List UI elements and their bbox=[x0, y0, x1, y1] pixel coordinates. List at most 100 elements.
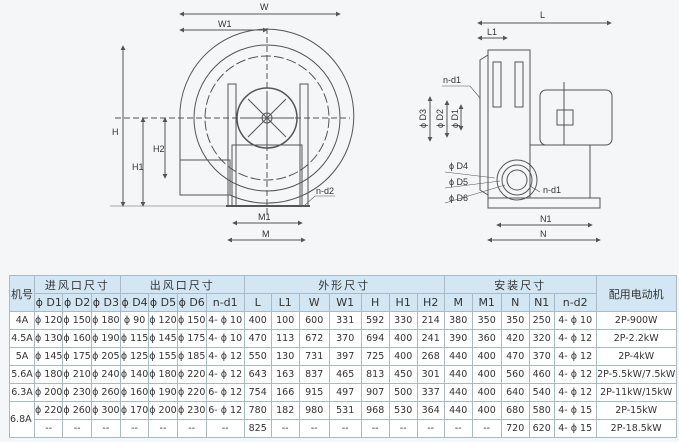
value-cell: 4- ϕ 15 bbox=[553, 401, 597, 420]
column-header: ϕ D2 bbox=[62, 293, 92, 312]
value-cell: 440 bbox=[443, 347, 473, 366]
value-cell: ϕ 160 bbox=[119, 383, 150, 402]
value-cell: 4- ϕ 12 bbox=[553, 329, 597, 348]
column-header: L1 bbox=[270, 293, 300, 312]
value-cell: 350 bbox=[471, 311, 502, 330]
value-cell: ϕ 90 bbox=[119, 311, 150, 330]
column-header: n-d2 bbox=[553, 293, 597, 312]
value-cell: 813 bbox=[360, 365, 390, 384]
dim-d5: ϕ D5 bbox=[449, 177, 468, 187]
column-header: M bbox=[443, 293, 473, 312]
value-cell: 214 bbox=[416, 311, 445, 330]
value-cell: 600 bbox=[298, 311, 330, 330]
value-cell: ϕ 200 bbox=[148, 401, 178, 420]
value-cell: 360 bbox=[471, 329, 502, 348]
value-cell: 680 bbox=[500, 401, 530, 420]
value-cell: 440 bbox=[443, 365, 473, 384]
value-cell: 241 bbox=[416, 329, 445, 348]
value-cell: ϕ 150 bbox=[62, 311, 92, 330]
column-header: ϕ D6 bbox=[176, 293, 207, 312]
value-cell: ϕ 120 bbox=[33, 311, 64, 330]
value-cell: -- bbox=[360, 419, 390, 438]
value-cell: 268 bbox=[416, 347, 445, 366]
value-cell: 725 bbox=[360, 347, 390, 366]
column-header: ϕ D3 bbox=[90, 293, 121, 312]
column-header: ϕ D4 bbox=[119, 293, 150, 312]
value-cell: 4- ϕ 12 bbox=[553, 347, 597, 366]
model-cell: 4A bbox=[9, 311, 35, 330]
dim-d6: ϕ D6 bbox=[449, 193, 468, 203]
value-cell: ϕ 130 bbox=[33, 329, 64, 348]
value-cell: -- bbox=[62, 419, 92, 438]
value-cell: ϕ 300 bbox=[90, 401, 121, 420]
value-cell: 370 bbox=[528, 347, 555, 366]
value-cell: 113 bbox=[270, 329, 300, 348]
dim-h1: H1 bbox=[132, 162, 144, 172]
value-cell: 400 bbox=[243, 311, 272, 330]
value-cell: -- bbox=[388, 419, 418, 438]
column-header: H1 bbox=[388, 293, 418, 312]
dim-w: W bbox=[260, 2, 269, 12]
value-cell: ϕ 175 bbox=[62, 347, 92, 366]
value-cell: 550 bbox=[243, 347, 272, 366]
value-cell: 497 bbox=[328, 383, 362, 402]
value-cell: 465 bbox=[328, 365, 362, 384]
column-header: n-d1 bbox=[205, 293, 245, 312]
value-cell: 400 bbox=[471, 383, 502, 402]
value-cell: ϕ 120 bbox=[148, 311, 178, 330]
dim-m1: M1 bbox=[258, 212, 271, 222]
value-cell: -- bbox=[148, 419, 178, 438]
value-cell: ϕ 145 bbox=[33, 347, 64, 366]
dim-d4: ϕ D4 bbox=[449, 161, 468, 171]
dim-h: H bbox=[112, 127, 119, 137]
value-cell: 640 bbox=[500, 383, 530, 402]
model-cell: 6.8A bbox=[9, 401, 35, 438]
value-cell: 643 bbox=[243, 365, 272, 384]
value-cell: 530 bbox=[388, 401, 418, 420]
value-cell: ϕ 210 bbox=[62, 365, 92, 384]
column-header: W1 bbox=[328, 293, 362, 312]
header-model: 机号 bbox=[9, 275, 35, 312]
value-cell: 130 bbox=[270, 347, 300, 366]
value-cell: ϕ 260 bbox=[62, 401, 92, 420]
value-cell: 182 bbox=[270, 401, 300, 420]
column-header: N1 bbox=[528, 293, 555, 312]
value-cell: 440 bbox=[443, 401, 473, 420]
value-cell: 825 bbox=[243, 419, 272, 438]
value-cell: 380 bbox=[443, 311, 473, 330]
value-cell: 400 bbox=[471, 347, 502, 366]
value-cell: ϕ 180 bbox=[33, 365, 64, 384]
value-cell: 672 bbox=[298, 329, 330, 348]
fan-drawing: W W1 H H1 H2 M1 M n-d2 L L1 n-d1 ϕ D3 ϕ … bbox=[110, 2, 613, 243]
motor-cell: 2P-11kW/15kW bbox=[595, 383, 677, 402]
value-cell: 592 bbox=[360, 311, 390, 330]
value-cell: 250 bbox=[528, 311, 555, 330]
value-cell: 6- ϕ 12 bbox=[205, 401, 245, 420]
dim-nd1-top: n-d1 bbox=[443, 75, 461, 85]
dim-nd2: n-d2 bbox=[316, 186, 334, 196]
value-cell: 4- ϕ 12 bbox=[205, 365, 245, 384]
value-cell: 968 bbox=[360, 401, 390, 420]
dim-nd1-bottom: n-d1 bbox=[543, 185, 561, 195]
value-cell: 166 bbox=[270, 383, 300, 402]
value-cell: 720 bbox=[500, 419, 530, 438]
header-motor: 配用电动机 bbox=[595, 275, 677, 312]
value-cell: 915 bbox=[298, 383, 330, 402]
value-cell: ϕ 175 bbox=[176, 329, 207, 348]
value-cell: ϕ 220 bbox=[176, 365, 207, 384]
value-cell: ϕ 260 bbox=[90, 383, 121, 402]
front-view bbox=[110, 11, 355, 243]
value-cell: ϕ 220 bbox=[176, 383, 207, 402]
value-cell: 4- ϕ 10 bbox=[205, 329, 245, 348]
value-cell: ϕ 220 bbox=[33, 401, 64, 420]
value-cell: -- bbox=[176, 419, 207, 438]
value-cell: 4- ϕ 12 bbox=[553, 383, 597, 402]
value-cell: 460 bbox=[528, 365, 555, 384]
value-cell: 500 bbox=[388, 383, 418, 402]
value-cell: 540 bbox=[528, 383, 555, 402]
